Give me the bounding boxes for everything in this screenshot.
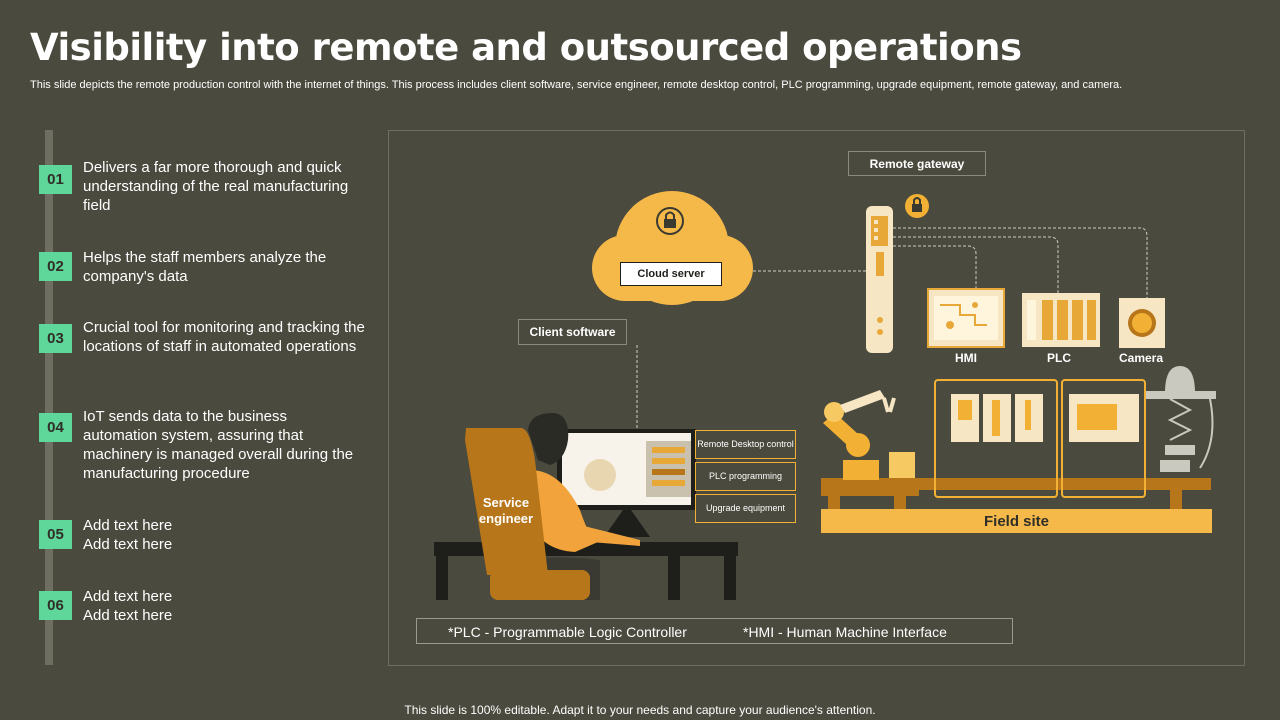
- camera-icon: [1119, 298, 1165, 348]
- step-number: 04: [39, 413, 72, 442]
- cloud-server-label: Cloud server: [620, 262, 722, 286]
- step-text: Helps the staff members analyze the comp…: [83, 249, 327, 285]
- cloud-icon: [592, 191, 753, 305]
- upgrade-equipment-box: Upgrade equipment: [695, 494, 796, 523]
- step-number: 06: [39, 591, 72, 620]
- connector-lines: [636, 227, 1148, 430]
- legend-hmi: *HMI - Human Machine Interface: [743, 624, 947, 640]
- legend-plc: *PLC - Programmable Logic Controller: [448, 624, 687, 640]
- timeline-rail: [45, 130, 53, 665]
- plc-icon: [1022, 293, 1100, 347]
- step-text: Crucial tool for monitoring and tracking…: [83, 319, 365, 355]
- legend-box: *PLC - Programmable Logic Controller *HM…: [416, 618, 1013, 644]
- conveyor-icon: [919, 379, 1211, 509]
- diagram-panel: [388, 130, 1245, 666]
- client-software-label: Client software: [518, 319, 627, 345]
- step-text: Add text here Add text here: [83, 517, 173, 553]
- plc-programming-box: PLC programming: [695, 462, 796, 491]
- plc-label: PLC: [1047, 351, 1071, 365]
- monitor-icon: [557, 429, 696, 537]
- step-number: 02: [39, 252, 72, 281]
- step-number: 05: [39, 520, 72, 549]
- step-number: 03: [39, 324, 72, 353]
- step-number: 01: [39, 165, 72, 194]
- service-engineer-label: Service engineer: [478, 495, 534, 526]
- footer-note: This slide is 100% editable. Adapt it to…: [404, 703, 876, 717]
- hmi-icon: [927, 288, 1005, 348]
- page-subtitle: This slide depicts the remote production…: [30, 79, 1123, 91]
- press-machine-icon: [1146, 366, 1216, 472]
- remote-desktop-box: Remote Desktop control: [695, 430, 796, 459]
- hmi-label: HMI: [955, 351, 977, 365]
- page-title: Visibility into remote and outsourced op…: [30, 26, 1022, 69]
- camera-label: Camera: [1119, 351, 1164, 365]
- gateway-icon: [866, 194, 929, 353]
- step-text: Add text here Add text here: [83, 588, 173, 624]
- remote-gateway-label: Remote gateway: [848, 151, 986, 176]
- chair-icon: [465, 428, 590, 600]
- field-site-label: Field site: [821, 509, 1212, 533]
- step-text: Delivers a far more thorough and quick u…: [83, 159, 349, 214]
- step-text: IoT sends data to the business automatio…: [83, 408, 354, 482]
- robot-arm-icon: [821, 390, 919, 509]
